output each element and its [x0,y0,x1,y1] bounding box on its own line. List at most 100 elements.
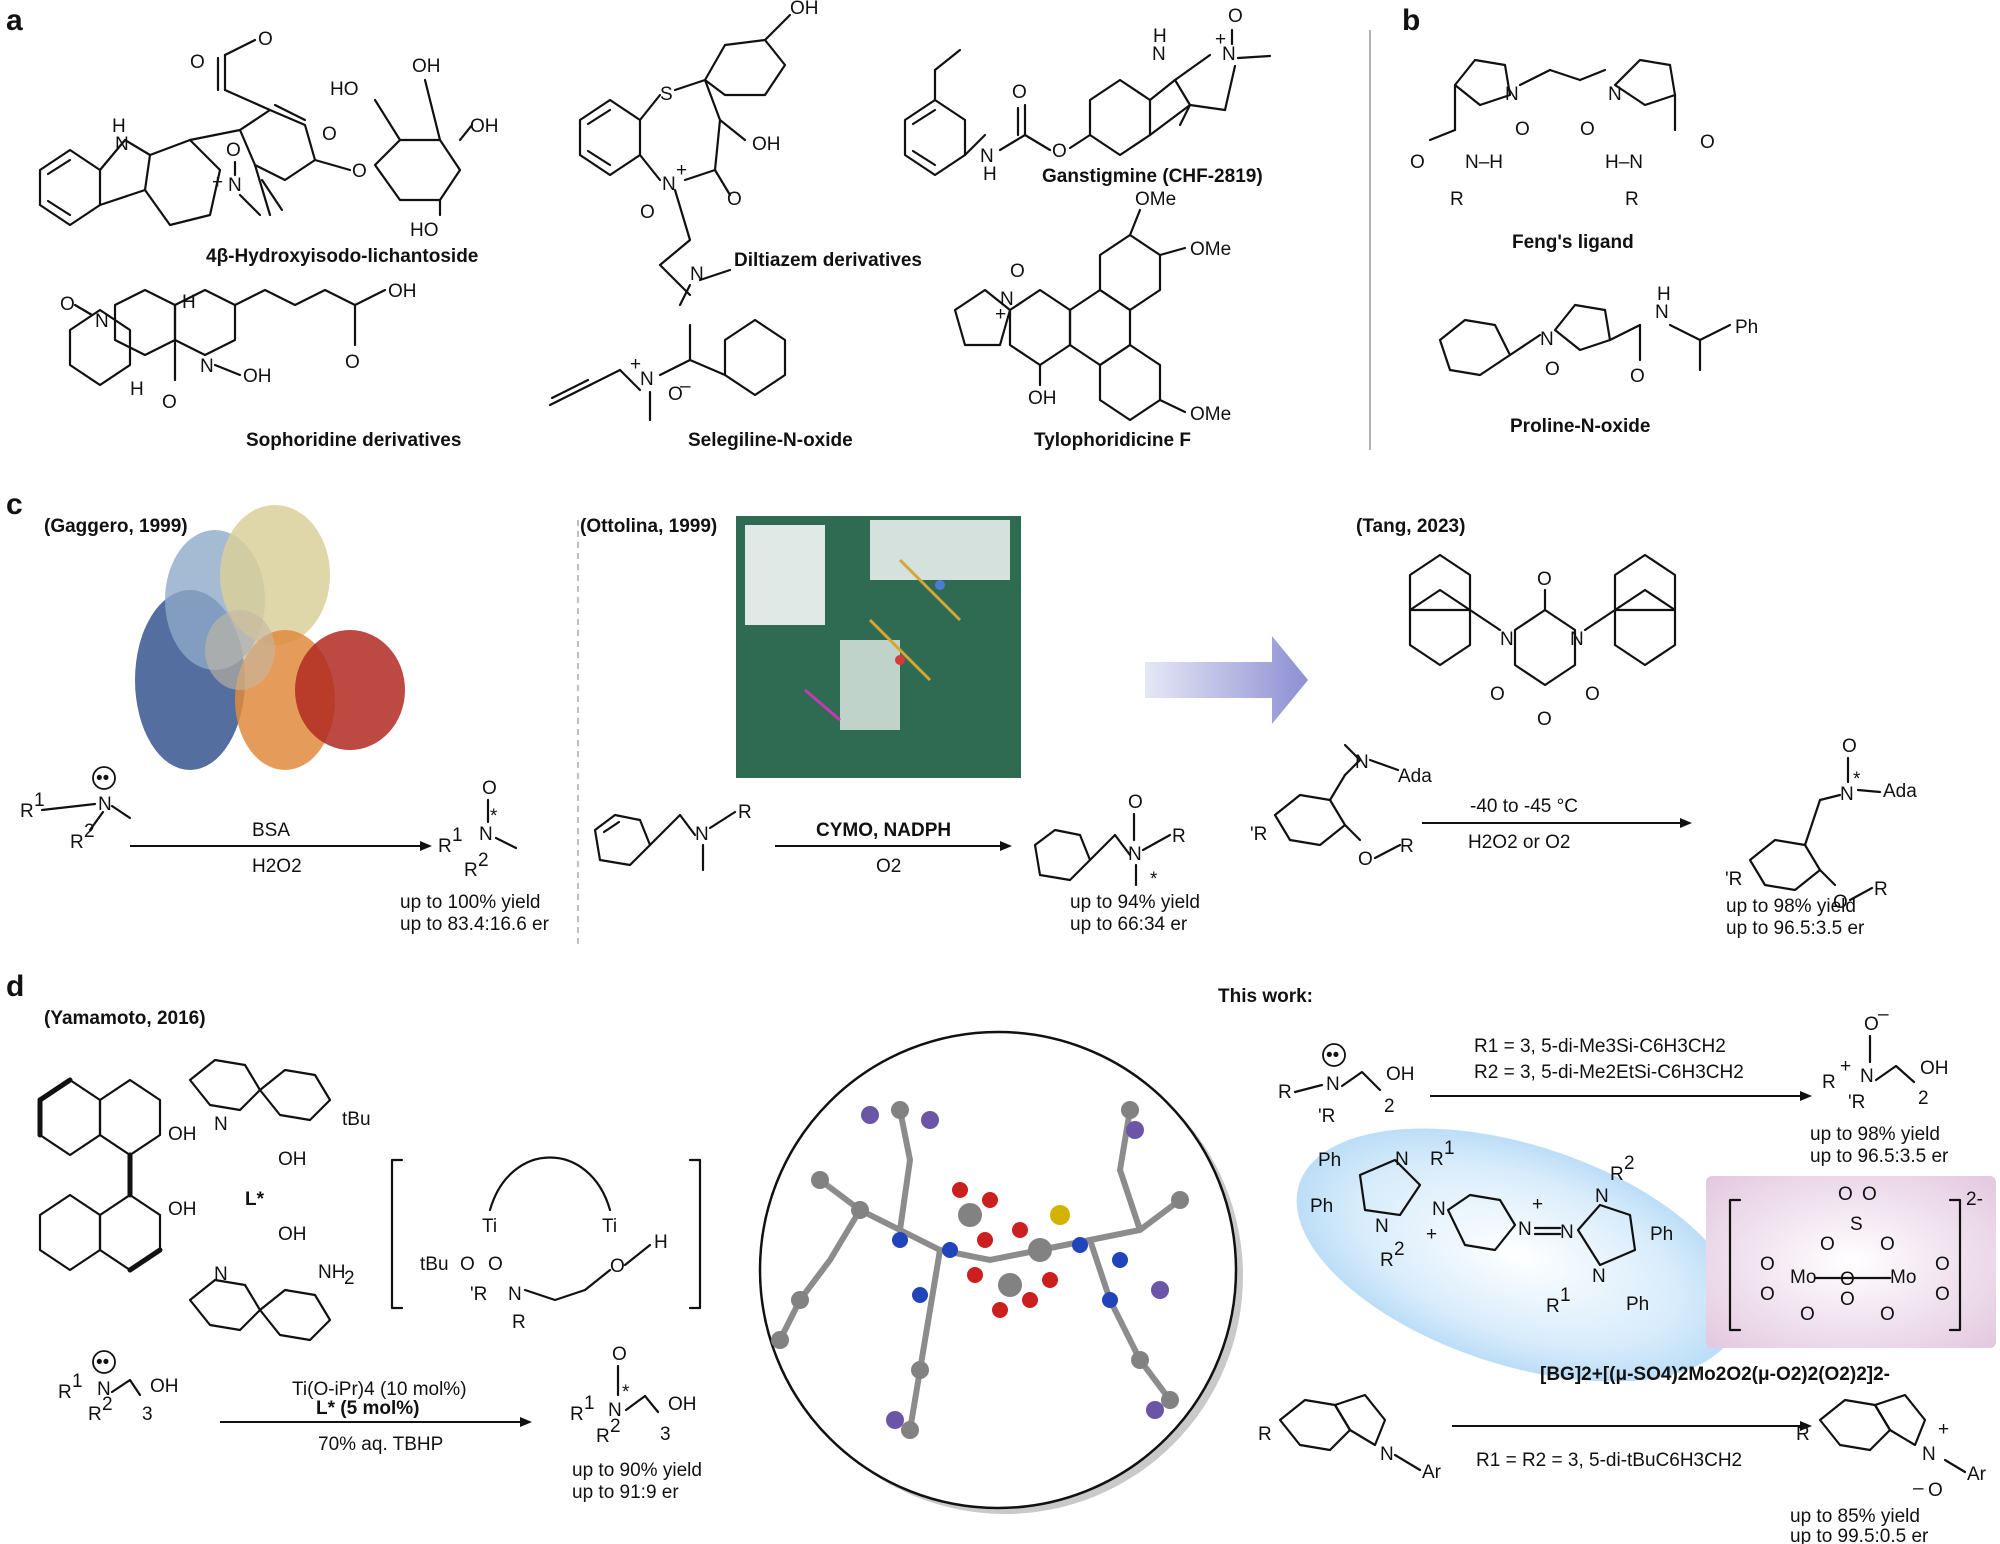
svg-text:*: * [622,1382,630,1403]
svg-text:R: R [1278,1082,1292,1103]
svg-text:N: N [1595,1186,1609,1207]
svg-text:N: N [1000,289,1014,310]
tang-er: up to 96.5:3.5 er [1726,918,1865,939]
arrowhead-tang [1680,818,1692,828]
svg-text:*: * [1150,869,1158,890]
svg-text:N: N [1500,629,1514,650]
arrowhead-ottolina [1000,841,1012,851]
svg-text:OH: OH [412,56,441,77]
svg-text:OH: OH [1386,1064,1415,1085]
svg-text:2: 2 [1384,1096,1395,1117]
reagent-h2o2-gaggero: H2O2 [252,856,302,877]
svg-text:O: O [1935,1254,1950,1275]
svg-text:N: N [1505,84,1519,105]
svg-text:N: N [97,1379,111,1400]
svg-text:2: 2 [102,1394,113,1415]
svg-text:OH: OH [1920,1058,1949,1079]
anion-box [1706,1176,1996,1348]
panel-label-c: c [6,488,23,521]
svg-text:tBu: tBu [342,1109,371,1130]
svg-text:O: O [640,202,655,223]
svg-text:R: R [58,1382,72,1403]
this-work-title: This work: [1218,986,1313,1007]
compound-name-diltiazem: Diltiazem derivatives [734,250,922,271]
svg-text:N–H: N–H [1465,152,1503,173]
svg-text:Ada: Ada [1883,781,1917,802]
this-work-product-1: O – + R N 'R 2 OH [1822,1004,1949,1113]
cite-gaggero: (Gaggero, 1999) [44,516,188,537]
svg-text:N: N [115,134,129,155]
svg-text:O: O [322,124,337,145]
arrowhead-yamamoto [520,1417,532,1427]
svg-text:2: 2 [478,850,489,871]
svg-text:O: O [1800,1304,1815,1325]
svg-text:+: + [1532,1194,1543,1215]
svg-text:O: O [1580,119,1595,140]
svg-text:O: O [1760,1284,1775,1305]
svg-text:R: R [1400,836,1414,857]
svg-text:R: R [1172,826,1186,847]
panel-label-a: a [6,4,23,37]
yamamoto-yield: up to 90% yield [572,1460,702,1481]
svg-text:O: O [60,294,75,315]
svg-text:O: O [1840,1289,1855,1310]
svg-text:2: 2 [1624,1153,1635,1174]
svg-text:Ti: Ti [602,1216,617,1237]
reagent-h2o2-o2: H2O2 or O2 [1468,832,1570,853]
structure-hydroxyisodo-lichantoside: H N N + O O O O O HO OH OH HO [38,29,499,241]
svg-text:OH: OH [150,1376,179,1397]
svg-text:O: O [482,778,497,799]
svg-text:OH: OH [790,0,819,19]
svg-text:OH: OH [668,1394,697,1415]
crystal-structure-image [758,1030,1243,1514]
this-work-substrate-1: •• R N 'R 2 OH [1278,1043,1415,1127]
svg-text:2-: 2- [1966,1189,1983,1210]
svg-text:O: O [162,392,177,413]
svg-text:R: R [512,1312,526,1333]
svg-text:••: •• [96,1352,109,1373]
this-work-yield-1: up to 98% yield [1810,1124,1940,1145]
svg-text:O: O [190,52,205,73]
svg-text:O: O [352,161,367,182]
svg-text:–: – [680,376,691,397]
structure-sophoridine: N O H N OH O O OH H [60,281,417,413]
svg-text:O: O [1842,736,1857,757]
reagent-temperature: -40 to -45 °C [1470,796,1578,817]
svg-text:OH: OH [752,134,781,155]
svg-text:O: O [1128,792,1143,813]
svg-text:H: H [112,116,126,137]
svg-text:–: – [1878,1004,1889,1025]
panel-label-b: b [1402,4,1420,37]
this-work-er-1: up to 96.5:3.5 er [1810,1146,1949,1167]
svg-text:Mo: Mo [1890,1267,1916,1288]
svg-text:R: R [1874,879,1888,900]
svg-text:R: R [596,1426,610,1447]
svg-text:1: 1 [72,1371,83,1392]
svg-text:N: N [1380,1444,1394,1465]
svg-text:O: O [1515,119,1530,140]
cite-ottolina: (Ottolina, 1999) [580,516,717,537]
svg-text:+: + [1215,29,1226,50]
svg-text:N: N [228,175,242,196]
reagent-ligand: L* (5 mol%) [316,1398,419,1419]
svg-text:R: R [570,1404,584,1425]
svg-text:R: R [738,802,752,823]
this-work-product-2: R N + O – Ar [1796,1393,1987,1501]
tang-product: 'R N * O Ada O R [1725,736,1917,913]
svg-text:OH: OH [278,1224,307,1245]
svg-text:*: * [490,806,498,827]
compound-name-tylophoridicine: Tylophoridicine F [1034,430,1191,451]
svg-text:N: N [640,369,654,390]
svg-text:Ph: Ph [1318,1150,1341,1171]
svg-text:O: O [345,352,360,373]
svg-text:O: O [226,140,241,161]
svg-text:O: O [1630,366,1645,387]
panel-label-d: d [6,970,24,1003]
svg-text:S: S [660,84,673,105]
svg-text:O: O [1880,1234,1895,1255]
svg-text:'R: 'R [1725,869,1742,890]
svg-text:'R: 'R [1318,1106,1335,1127]
svg-text:OH: OH [168,1124,197,1145]
svg-text:N: N [1128,844,1142,865]
svg-text:2: 2 [1394,1239,1405,1260]
